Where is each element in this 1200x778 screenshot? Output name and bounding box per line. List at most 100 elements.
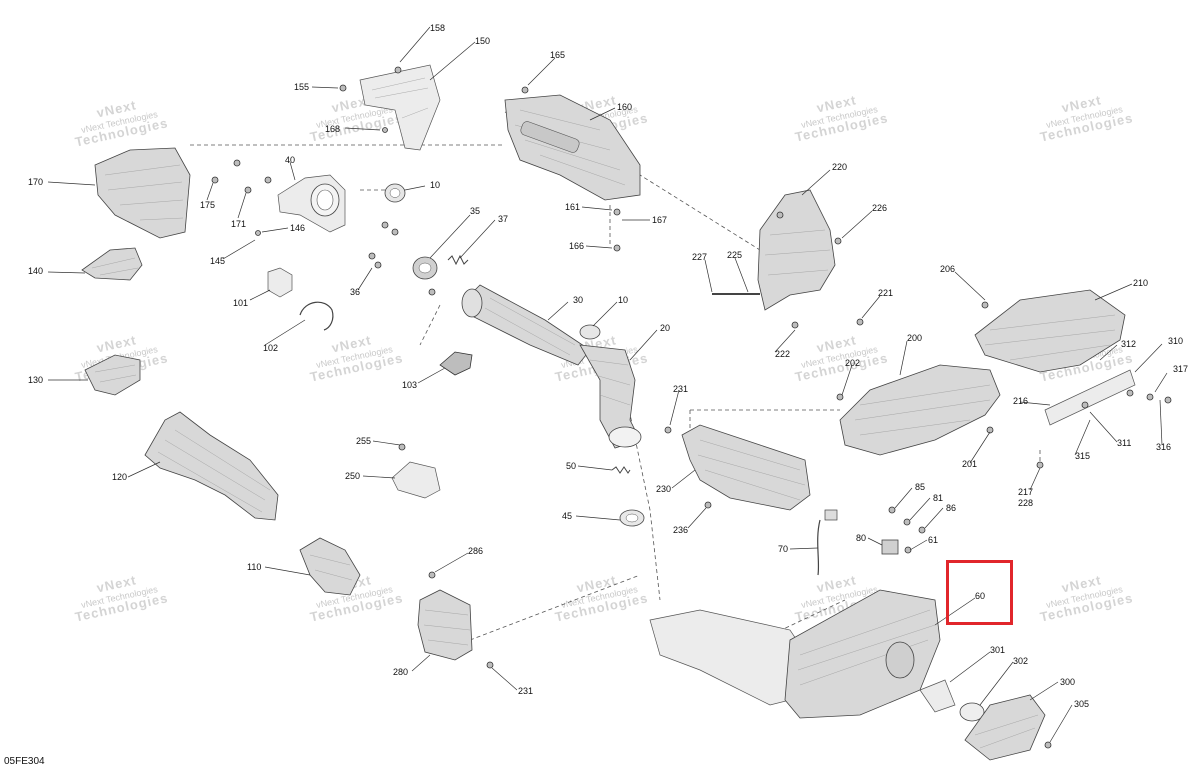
part-label-40: 40: [285, 155, 295, 165]
part-labels: 158 150 155 168 165 160 170 40 10 175 17…: [28, 23, 1188, 709]
part-label-130: 130: [28, 375, 43, 385]
part-label-286: 286: [468, 546, 483, 556]
part-label-231-b: 231: [518, 686, 533, 696]
part-130-shield: [84, 354, 141, 396]
part-label-302: 302: [1013, 656, 1028, 666]
part-label-217: 217: [1018, 487, 1033, 497]
part-label-227: 227: [692, 252, 707, 262]
part-30-pipe: [461, 284, 591, 366]
part-300-end-cap: [964, 694, 1046, 761]
part-label-120: 120: [112, 472, 127, 482]
part-110-shield: [299, 537, 361, 596]
part-label-50: 50: [566, 461, 576, 471]
part-label-310: 310: [1168, 336, 1183, 346]
part-label-300: 300: [1060, 677, 1075, 687]
part-label-228: 228: [1018, 498, 1033, 508]
part-label-220: 220: [832, 162, 847, 172]
part-label-316: 316: [1156, 442, 1171, 452]
part-70-oxygen-sensor: [817, 509, 838, 576]
part-label-222: 222: [775, 349, 790, 359]
part-label-166: 166: [569, 241, 584, 251]
diagram-reference-code: 05FE304: [4, 756, 45, 767]
part-140-shield: [81, 247, 143, 281]
part-label-311: 311: [1117, 438, 1131, 448]
part-label-165: 165: [550, 50, 565, 60]
part-120-shield: [144, 411, 279, 521]
part-102-clamp: [299, 301, 334, 331]
part-label-312: 312: [1121, 339, 1136, 349]
part-label-145: 145: [210, 256, 225, 266]
part-label-36: 36: [350, 287, 360, 297]
part-10-gasket-b: [579, 324, 601, 340]
part-310-bracket: [1044, 369, 1136, 426]
part-label-146: 146: [290, 223, 305, 233]
part-label-155: 155: [294, 82, 309, 92]
part-label-150: 150: [475, 36, 490, 46]
fasteners: [211, 66, 1172, 749]
part-label-103: 103: [402, 380, 417, 390]
part-label-201: 201: [962, 459, 977, 469]
part-label-168: 168: [325, 124, 340, 134]
leader-lines: [47, 26, 1168, 743]
highlight-box-part-60: [946, 560, 1013, 625]
part-label-255: 255: [356, 436, 371, 446]
part-302-gasket: [959, 702, 985, 722]
part-label-202: 202: [845, 358, 860, 368]
part-label-226: 226: [872, 203, 887, 213]
part-label-161: 161: [565, 202, 580, 212]
part-280-heat-shield: [417, 589, 473, 661]
part-103-clamp: [439, 351, 473, 376]
part-60-muffler: [649, 589, 941, 719]
part-220-heat-shield: [757, 189, 836, 311]
part-label-30: 30: [573, 295, 583, 305]
part-label-167: 167: [652, 215, 667, 225]
part-label-80: 80: [856, 533, 866, 543]
part-160-heat-shield: [504, 94, 641, 201]
part-170-shield: [94, 147, 191, 239]
part-label-317: 317: [1173, 364, 1188, 374]
part-80-connector: [881, 539, 899, 555]
part-37-spring: [447, 254, 469, 266]
part-label-280: 280: [393, 667, 408, 677]
part-label-70: 70: [778, 544, 788, 554]
part-35-spring-seat: [412, 256, 438, 280]
part-label-61: 61: [928, 535, 938, 545]
part-label-85: 85: [915, 482, 925, 492]
part-label-60: 60: [975, 591, 985, 601]
part-label-171: 171: [231, 219, 246, 229]
part-label-86: 86: [946, 503, 956, 513]
part-label-110: 110: [247, 562, 261, 572]
part-label-10-a: 10: [430, 180, 440, 190]
part-label-250: 250: [345, 471, 360, 481]
part-210-heat-shield: [974, 289, 1126, 373]
part-label-231-a: 231: [673, 384, 688, 394]
part-label-210: 210: [1133, 278, 1148, 288]
part-230-heat-shield: [681, 424, 811, 511]
part-label-102: 102: [263, 343, 278, 353]
part-250-bracket: [391, 461, 441, 499]
part-label-140: 140: [28, 266, 43, 276]
part-label-305: 305: [1074, 699, 1089, 709]
part-20-pipe: [579, 344, 642, 449]
part-10-gasket-a: [384, 183, 406, 203]
part-label-206: 206: [940, 264, 955, 274]
part-50-spring: [611, 466, 631, 474]
part-label-35: 35: [470, 206, 480, 216]
part-label-170: 170: [28, 177, 43, 187]
part-150-bracket: [359, 64, 441, 151]
part-label-101: 101: [233, 298, 248, 308]
part-label-10-b: 10: [618, 295, 628, 305]
part-label-236: 236: [673, 525, 688, 535]
part-label-225: 225: [727, 250, 742, 260]
part-label-37: 37: [498, 214, 508, 224]
part-45-gasket: [619, 509, 645, 527]
part-label-20: 20: [660, 323, 670, 333]
part-label-315: 315: [1075, 451, 1090, 461]
